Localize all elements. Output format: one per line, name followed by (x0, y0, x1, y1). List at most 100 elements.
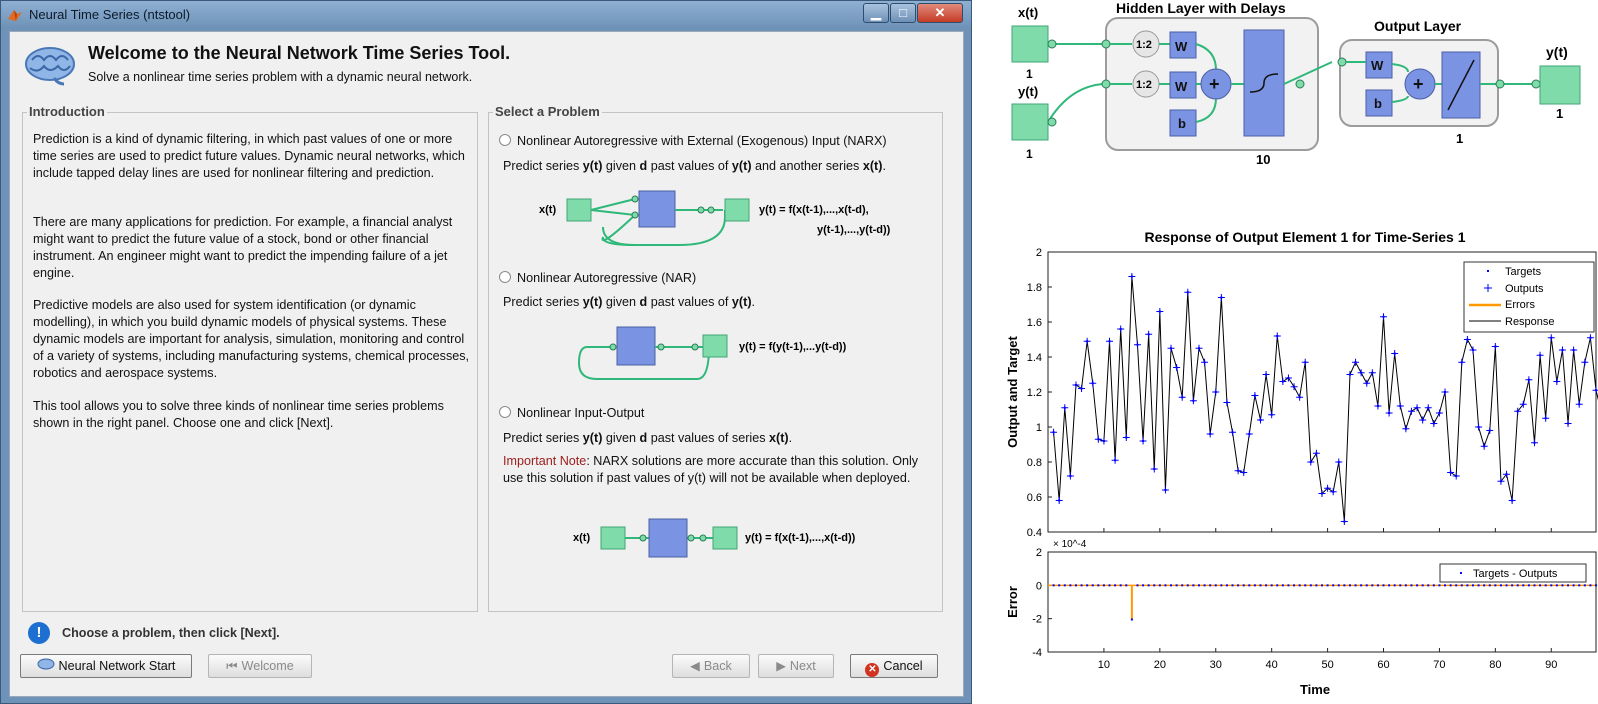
hidden-layer-size: 10 (1256, 152, 1270, 167)
error-marker (1505, 584, 1508, 587)
x-tick-label: 80 (1489, 659, 1501, 671)
bias1-label: b (1178, 116, 1186, 131)
target-marker (1455, 475, 1458, 477)
x-tick-label: 40 (1266, 659, 1278, 671)
weight2-label: W (1175, 79, 1188, 94)
back-button[interactable]: ◀Back (672, 654, 750, 678)
welcome-button[interactable]: ⏮Welcome (208, 654, 312, 678)
error-marker (1466, 584, 1469, 587)
target-marker (1494, 345, 1497, 348)
narx-description: Predict series y(t) given d past values … (503, 159, 886, 173)
input1-size: 1 (1026, 67, 1033, 81)
y-tick-label: 0.6 (1027, 492, 1042, 504)
error-axis-label: Error (1005, 586, 1020, 618)
narx-radio-option[interactable]: Nonlinear Autoregressive with External (… (499, 133, 887, 148)
target-marker (1214, 391, 1217, 393)
error-marker (1287, 584, 1290, 587)
error-marker (1527, 584, 1530, 587)
bias2-label: b (1374, 96, 1382, 111)
target-marker (1360, 371, 1363, 374)
target-marker (1527, 378, 1530, 381)
target-marker (1354, 361, 1357, 364)
cancel-button[interactable]: ✕Cancel (850, 654, 938, 678)
target-marker (1164, 489, 1167, 491)
target-marker (1069, 475, 1072, 477)
hidden-layer-title: Hidden Layer with Delays (1116, 0, 1286, 16)
error-marker (1147, 584, 1150, 587)
neural-network-start-button[interactable]: Neural Network Start (20, 654, 192, 678)
close-window-button[interactable]: ✕ (917, 3, 963, 23)
error-marker (1315, 584, 1318, 587)
error-marker (1281, 584, 1284, 587)
intro-paragraph: Predictive models are also used for syst… (33, 298, 470, 380)
target-marker (1186, 291, 1189, 294)
error-marker (1119, 584, 1122, 587)
target-marker (1550, 336, 1553, 339)
important-note: Important Note: NARX solutions are more … (503, 453, 933, 487)
input-output-radio-option[interactable]: Nonlinear Input-Output (499, 405, 644, 420)
error-marker (1248, 584, 1251, 587)
maximize-button[interactable]: □ (890, 3, 916, 23)
error-y-tick-label: -4 (1032, 647, 1042, 659)
input2-size: 1 (1026, 147, 1033, 161)
title-bar[interactable]: Neural Time Series (ntstool) ▁ □ ✕ (1, 1, 971, 29)
target-marker (1197, 347, 1200, 350)
error-marker (1404, 584, 1407, 587)
error-marker (1483, 584, 1486, 587)
narx-radio[interactable] (499, 134, 511, 146)
info-icon: ! (28, 622, 50, 644)
error-marker (1130, 618, 1133, 621)
target-marker (1393, 352, 1396, 355)
input-output-radio[interactable] (499, 406, 511, 418)
target-marker (1589, 336, 1592, 339)
target-marker (1371, 371, 1374, 374)
y-tick-label: 1.6 (1027, 317, 1042, 329)
error-marker (1416, 584, 1419, 587)
window-title: Neural Time Series (ntstool) (29, 7, 191, 22)
target-marker (1460, 361, 1463, 364)
error-marker (1259, 584, 1262, 587)
target-marker (1136, 343, 1139, 346)
target-marker (1287, 377, 1290, 379)
next-button[interactable]: ▶Next (758, 654, 834, 678)
error-marker (1550, 584, 1553, 587)
error-marker (1170, 584, 1173, 587)
error-marker (1365, 584, 1368, 587)
error-marker (1533, 584, 1536, 587)
error-marker (1354, 584, 1357, 587)
error-marker (1578, 584, 1581, 587)
error-marker (1444, 584, 1447, 587)
target-marker (1130, 275, 1133, 278)
target-marker (1119, 328, 1122, 330)
important-note-prefix: Important Note (503, 454, 587, 468)
error-marker (1494, 584, 1497, 587)
target-marker (1192, 399, 1195, 402)
error-scale-label: × 10^-4 (1053, 539, 1087, 550)
error-marker (1488, 584, 1491, 587)
welcome-header: Welcome to the Neural Network Time Serie… (10, 32, 963, 96)
target-marker (1561, 349, 1564, 351)
error-marker (1304, 584, 1307, 587)
error-marker (1220, 584, 1223, 587)
chart-title: Response of Output Element 1 for Time-Se… (1144, 230, 1465, 245)
target-marker (1281, 380, 1284, 383)
target-marker (1220, 296, 1223, 299)
target-marker (1309, 461, 1312, 463)
matlab-logo-icon (8, 10, 22, 21)
brain-icon (25, 47, 75, 86)
nar-radio-option[interactable]: Nonlinear Autoregressive (NAR) (499, 270, 696, 285)
target-marker (1097, 438, 1100, 441)
target-marker (1058, 499, 1061, 502)
error-marker (1164, 584, 1167, 587)
delay2-label: 1:2 (1136, 79, 1152, 91)
minimize-button[interactable]: ▁ (863, 3, 889, 23)
error-marker (1270, 584, 1273, 587)
target-marker (1315, 452, 1318, 455)
error-marker (1298, 584, 1301, 587)
error-marker (1231, 584, 1234, 587)
error-marker (1393, 584, 1396, 587)
weight3-label: W (1371, 58, 1384, 73)
nar-radio[interactable] (499, 271, 511, 283)
error-marker (1332, 584, 1335, 587)
error-marker (1449, 584, 1452, 587)
